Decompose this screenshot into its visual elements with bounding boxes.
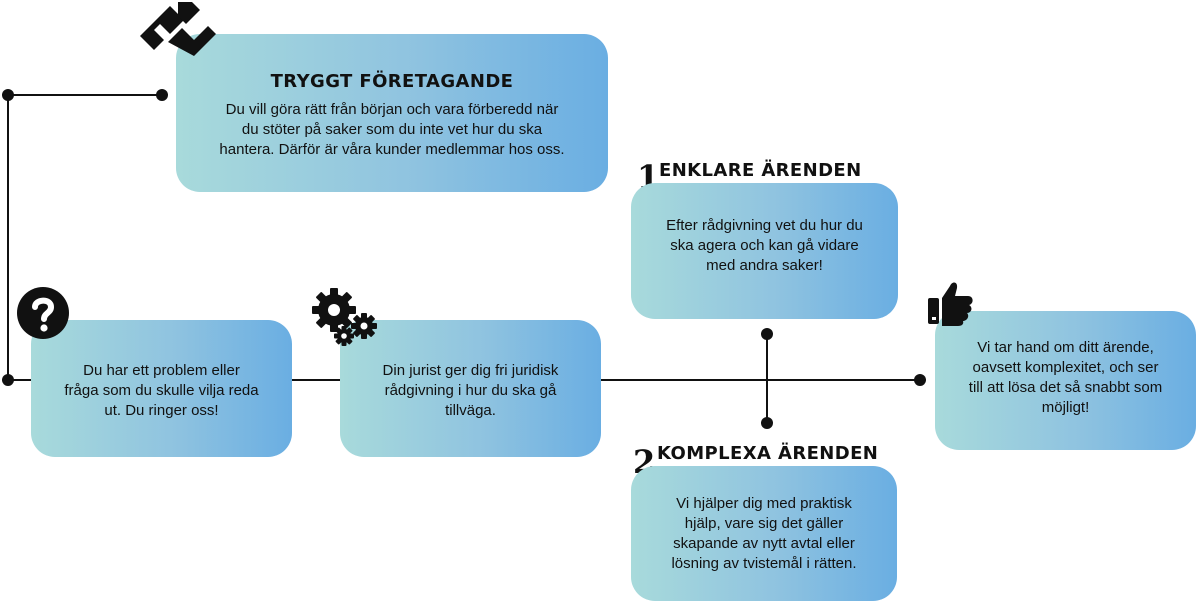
result-card-text: Vi tar hand om ditt ärende, oavsett komp…: [968, 338, 1163, 416]
complex-card: Vi hjälper dig med praktisk hjälp, vare …: [631, 466, 897, 601]
node-dot: [156, 89, 168, 101]
top-card: TRYGGT FÖRETAGANDE Du vill göra rätt frå…: [176, 34, 608, 192]
problem-card: Du har ett problem eller fråga som du sk…: [31, 320, 292, 457]
gears-icon: [312, 288, 377, 346]
question-icon: [17, 287, 69, 339]
logo-icon: [140, 2, 216, 56]
complex-card-text: Vi hjälper dig med praktisk hjälp, vare …: [671, 494, 857, 572]
thumbs-up-icon: [928, 282, 973, 326]
simple-card-text: Efter rådgivning vet du hur du ska agera…: [666, 217, 863, 274]
complex-card-heading: KOMPLEXA ÄRENDEN: [657, 443, 879, 464]
node-dot: [761, 328, 773, 340]
node-dot: [761, 417, 773, 429]
advice-card: Din jurist ger dig fri juridisk rådgivni…: [340, 320, 601, 457]
advice-card-text: Din jurist ger dig fri juridisk rådgivni…: [382, 361, 559, 419]
problem-card-text: Du har ett problem eller fråga som du sk…: [64, 361, 259, 419]
simple-card-heading: ENKLARE ÄRENDEN: [659, 160, 862, 181]
top-card-text: Du vill göra rätt från början och vara f…: [219, 100, 565, 158]
node-dot: [914, 374, 926, 386]
simple-card: Efter rådgivning vet du hur du ska agera…: [631, 183, 898, 319]
result-card: Vi tar hand om ditt ärende, oavsett komp…: [935, 311, 1196, 450]
node-dot: [2, 374, 14, 386]
node-dot: [2, 89, 14, 101]
top-card-heading: TRYGGT FÖRETAGANDE: [270, 70, 514, 92]
